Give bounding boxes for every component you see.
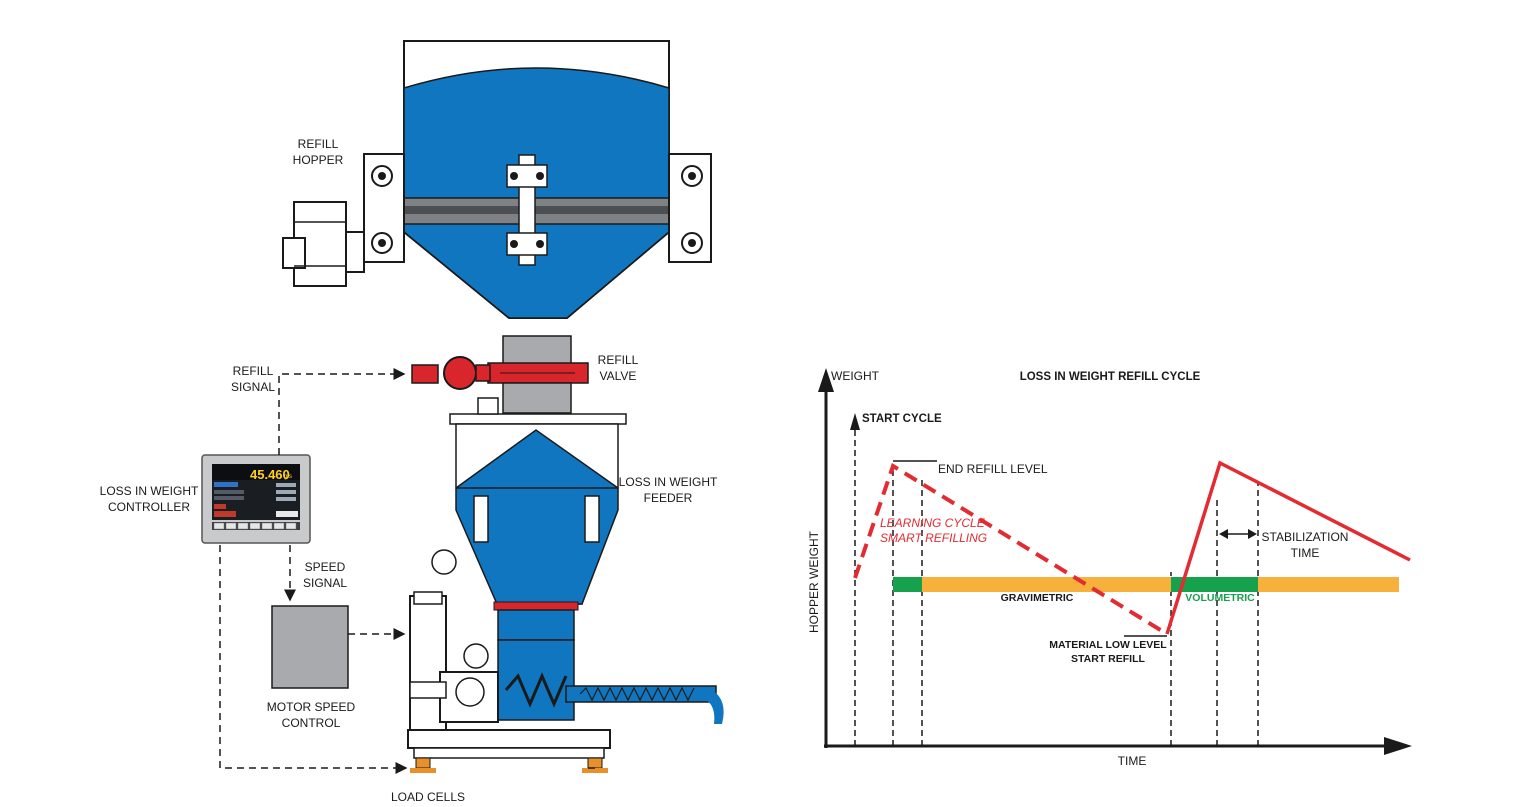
learning-cycle-label-2: SMART REFILLING	[880, 531, 987, 545]
gravimetric-band	[893, 577, 1399, 592]
stabilization-arrowhead-right	[1248, 529, 1257, 539]
loss-in-weight-feeder	[449, 397, 724, 724]
controller-display-unit: g/s	[284, 474, 292, 480]
start-cycle-arrowhead	[850, 413, 860, 430]
label-feeder-1: LOSS IN WEIGHT	[619, 475, 718, 489]
chart-y-axis-top-label: WEIGHT	[831, 369, 880, 383]
label-motor-speed-2: CONTROL	[282, 716, 341, 730]
label-refill-signal-1: REFILL	[233, 364, 274, 378]
label-refill-hopper-2: HOPPER	[293, 153, 344, 167]
material-low-level-label-1: MATERIAL LOW LEVEL	[1049, 639, 1167, 651]
label-motor-speed-1: MOTOR SPEED	[267, 700, 356, 714]
normal-cycle-curve	[1165, 460, 1411, 635]
label-refill-valve-1: REFILL	[598, 353, 639, 367]
label-controller-1: LOSS IN WEIGHT	[100, 484, 199, 498]
loss-in-weight-controller-device	[201, 454, 311, 544]
motor-speed-control-box	[271, 605, 349, 689]
chart-title: LOSS IN WEIGHT REFILL CYCLE	[1020, 371, 1201, 383]
learning-cycle-curve	[853, 462, 1169, 636]
label-speed-signal-1: SPEED	[305, 560, 346, 574]
feeder-motor	[409, 549, 499, 731]
gravimetric-band-green-start	[893, 577, 922, 592]
label-refill-valve-2: VALVE	[600, 369, 637, 383]
chart-x-arrowhead	[1384, 737, 1412, 755]
gravimetric-label: GRAVIMETRIC	[1001, 592, 1074, 604]
label-controller-2: CONTROLLER	[108, 500, 190, 514]
start-cycle-label: START CYCLE	[862, 413, 942, 425]
volumetric-label: VOLUMETRIC	[1185, 592, 1255, 604]
feeder-base	[407, 729, 611, 773]
signal-lines	[219, 368, 596, 774]
label-feeder-2: FEEDER	[644, 491, 693, 505]
stabilization-time-label-1: STABILIZATION	[1262, 530, 1349, 544]
learning-cycle-label-1: LEARNING CYCLE	[880, 516, 986, 530]
volumetric-band	[1171, 577, 1258, 592]
material-low-level-label-2: START REFILL	[1071, 653, 1145, 665]
label-speed-signal-2: SIGNAL	[303, 576, 347, 590]
refill-hopper	[397, 40, 677, 319]
cycle-phase-dividers	[892, 466, 1259, 746]
chart-x-axis-label: TIME	[1118, 754, 1147, 768]
refill-cycle-chart	[818, 368, 1412, 755]
end-refill-level-label: END REFILL LEVEL	[938, 462, 1048, 476]
label-refill-signal-2: SIGNAL	[231, 380, 275, 394]
chart-y-axis-label: HOPPER WEIGHT	[807, 530, 821, 633]
chart-y-arrowhead	[818, 368, 834, 392]
stabilization-time-label-2: TIME	[1291, 546, 1320, 560]
controller-display-reading: 45.460	[250, 467, 290, 482]
stabilization-arrowhead-left	[1219, 529, 1228, 539]
refill-valve	[411, 335, 589, 414]
label-load-cells: LOAD CELLS	[391, 790, 465, 804]
label-refill-hopper-1: REFILL	[298, 137, 339, 151]
hopper-frame	[282, 153, 712, 287]
